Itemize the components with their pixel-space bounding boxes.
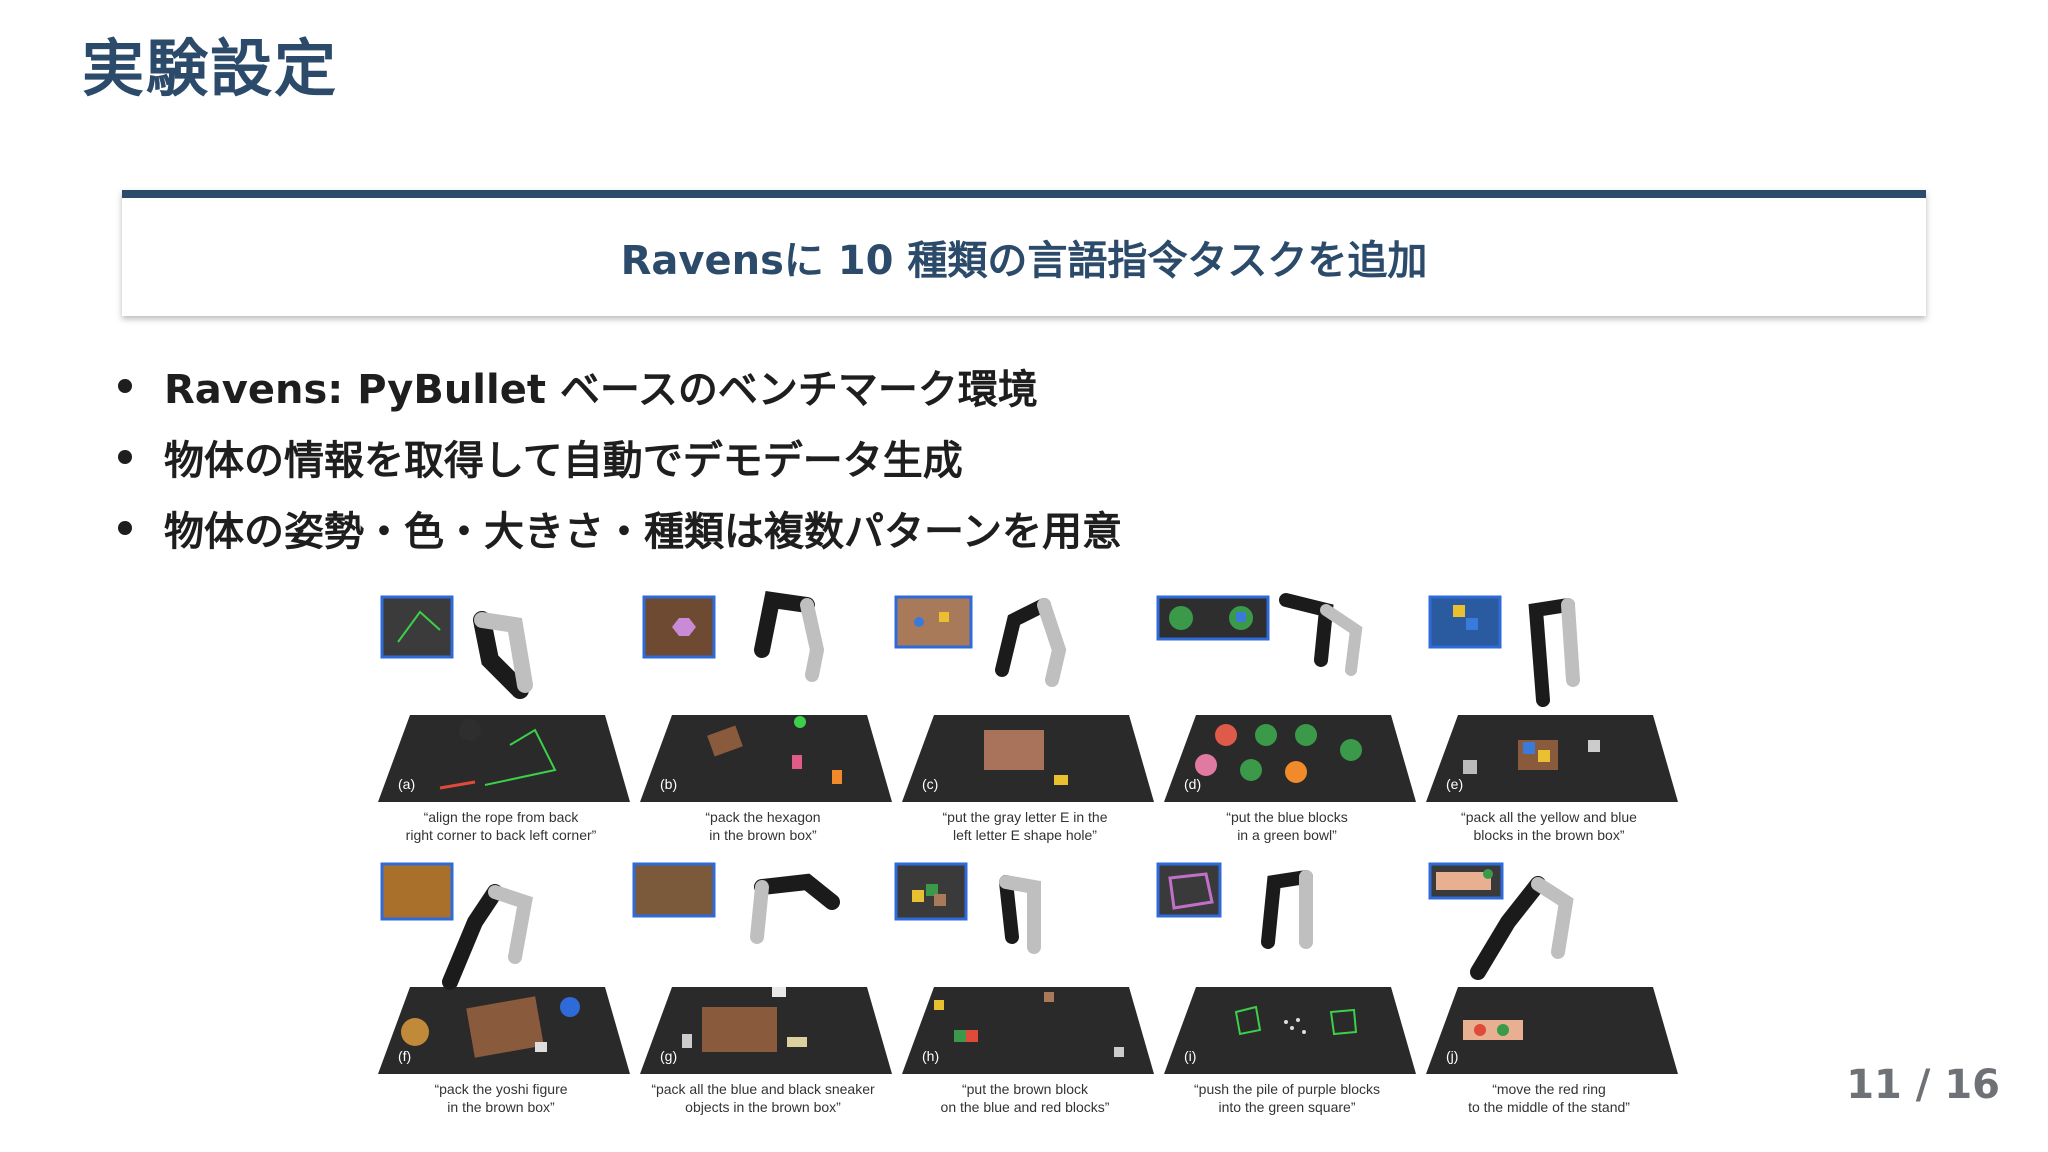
bullet-dot-icon (118, 378, 132, 393)
task-panel-j: (j) “move the red ring to the middle of … (1418, 862, 1680, 1134)
caption-line: to the middle of the stand” (1468, 1099, 1630, 1115)
panel-caption: “pack all the blue and black sneaker obj… (632, 1080, 894, 1116)
caption-line: “put the blue blocks (1226, 809, 1348, 825)
caption-line: in the brown box” (709, 827, 817, 843)
robot-scene-image (894, 595, 1154, 802)
caption-line: “pack all the yellow and blue (1461, 809, 1637, 825)
task-panel-h: (h) “put the brown block on the blue and… (894, 862, 1156, 1134)
panel-caption: “pack the hexagon in the brown box” (632, 808, 894, 844)
task-panel-i: (i) “push the pile of purple blocks into… (1156, 862, 1418, 1134)
robot-scene-image (640, 591, 892, 802)
callout-text: Ravensに 10 種類の言語指令タスクを追加 (620, 238, 1428, 284)
bullet-list: Ravens: PyBullet ベースのベンチマーク環境 物体の情報を取得して… (112, 350, 1122, 563)
panel-label: (a) (398, 776, 416, 792)
robot-scene-image (894, 862, 1154, 1074)
caption-line: “pack the hexagon (705, 809, 821, 825)
page-number: 11 / 16 (1846, 1062, 2000, 1108)
panel-label: (f) (398, 1048, 412, 1064)
caption-line: “align the rope from back (423, 809, 579, 825)
slide-title: 実験設定 (82, 32, 339, 105)
bullet-text: 物体の姿勢・色・大きさ・種類は複数パターンを用意 (164, 508, 1122, 555)
task-panel-g: (g) “pack all the blue and black sneaker… (632, 862, 894, 1134)
panel-caption: “put the blue blocks in a green bowl” (1156, 808, 1418, 844)
panel-label: (d) (1184, 776, 1202, 792)
caption-line: “push the pile of purple blocks (1194, 1081, 1380, 1097)
task-figure: (a) “align the rope from back right corn… (370, 590, 1680, 1135)
panel-caption: “put the gray letter E in the left lette… (894, 808, 1156, 844)
robot-scene-image (378, 862, 630, 1074)
panel-label: (i) (1184, 1048, 1197, 1064)
caption-line: “move the red ring (1492, 1081, 1606, 1097)
caption-line: objects in the brown box” (685, 1099, 841, 1115)
caption-line: left letter E shape hole” (953, 827, 1097, 843)
panel-label: (b) (660, 776, 678, 792)
panel-caption: “align the rope from back right corner t… (370, 808, 632, 844)
bullet-item: 物体の姿勢・色・大きさ・種類は複数パターンを用意 (112, 492, 1122, 563)
bullet-item: Ravens: PyBullet ベースのベンチマーク環境 (112, 350, 1122, 421)
robot-scene-image (1156, 862, 1416, 1074)
bullet-dot-icon (118, 449, 132, 464)
bullet-text: Ravens: PyBullet ベースのベンチマーク環境 (164, 366, 1038, 413)
task-panel-d: (d) “put the blue blocks in a green bowl… (1156, 590, 1418, 862)
panel-label: (j) (1446, 1048, 1459, 1064)
callout-box: Ravensに 10 種類の言語指令タスクを追加 (122, 190, 1926, 316)
bullet-dot-icon (118, 520, 132, 535)
panel-caption: “push the pile of purple blocks into the… (1156, 1080, 1418, 1116)
caption-line: into the green square” (1218, 1099, 1356, 1115)
task-panel-e: (e) “pack all the yellow and blue blocks… (1418, 590, 1680, 862)
panel-caption: “pack all the yellow and blue blocks in … (1418, 808, 1680, 844)
panel-label: (e) (1446, 776, 1464, 792)
panel-label: (c) (922, 776, 939, 792)
task-panel-f: (f) “pack the yoshi figure in the brown … (370, 862, 632, 1134)
panel-caption: “move the red ring to the middle of the … (1418, 1080, 1680, 1116)
robot-scene-image (632, 862, 892, 1074)
robot-scene-image (1426, 595, 1678, 802)
bullet-text: 物体の情報を取得して自動でデモデータ生成 (164, 437, 963, 484)
panel-caption: “pack the yoshi figure in the brown box” (370, 1080, 632, 1116)
caption-line: in the brown box” (447, 1099, 555, 1115)
task-panel-a: (a) “align the rope from back right corn… (370, 590, 632, 862)
task-panel-c: (c) “put the gray letter E in the left l… (894, 590, 1156, 862)
caption-line: “put the gray letter E in the (942, 809, 1108, 825)
caption-line: in a green bowl” (1237, 827, 1337, 843)
bullet-item: 物体の情報を取得して自動でデモデータ生成 (112, 421, 1122, 492)
panel-label: (g) (660, 1048, 678, 1064)
caption-line: right corner to back left corner” (405, 827, 597, 843)
panel-caption: “put the brown block on the blue and red… (894, 1080, 1156, 1116)
robot-scene-image (378, 595, 630, 802)
robot-scene-image (1156, 593, 1416, 802)
caption-line: on the blue and red blocks” (940, 1099, 1110, 1115)
caption-line: “put the brown block (961, 1081, 1089, 1097)
panel-label: (h) (922, 1048, 940, 1064)
caption-line: “pack the yoshi figure (434, 1081, 568, 1097)
robot-scene-image (1426, 862, 1678, 1074)
task-panel-b: (b) “pack the hexagon in the brown box” (632, 590, 894, 862)
caption-line: “pack all the blue and black sneaker (651, 1081, 875, 1097)
caption-line: blocks in the brown box” (1473, 827, 1625, 843)
